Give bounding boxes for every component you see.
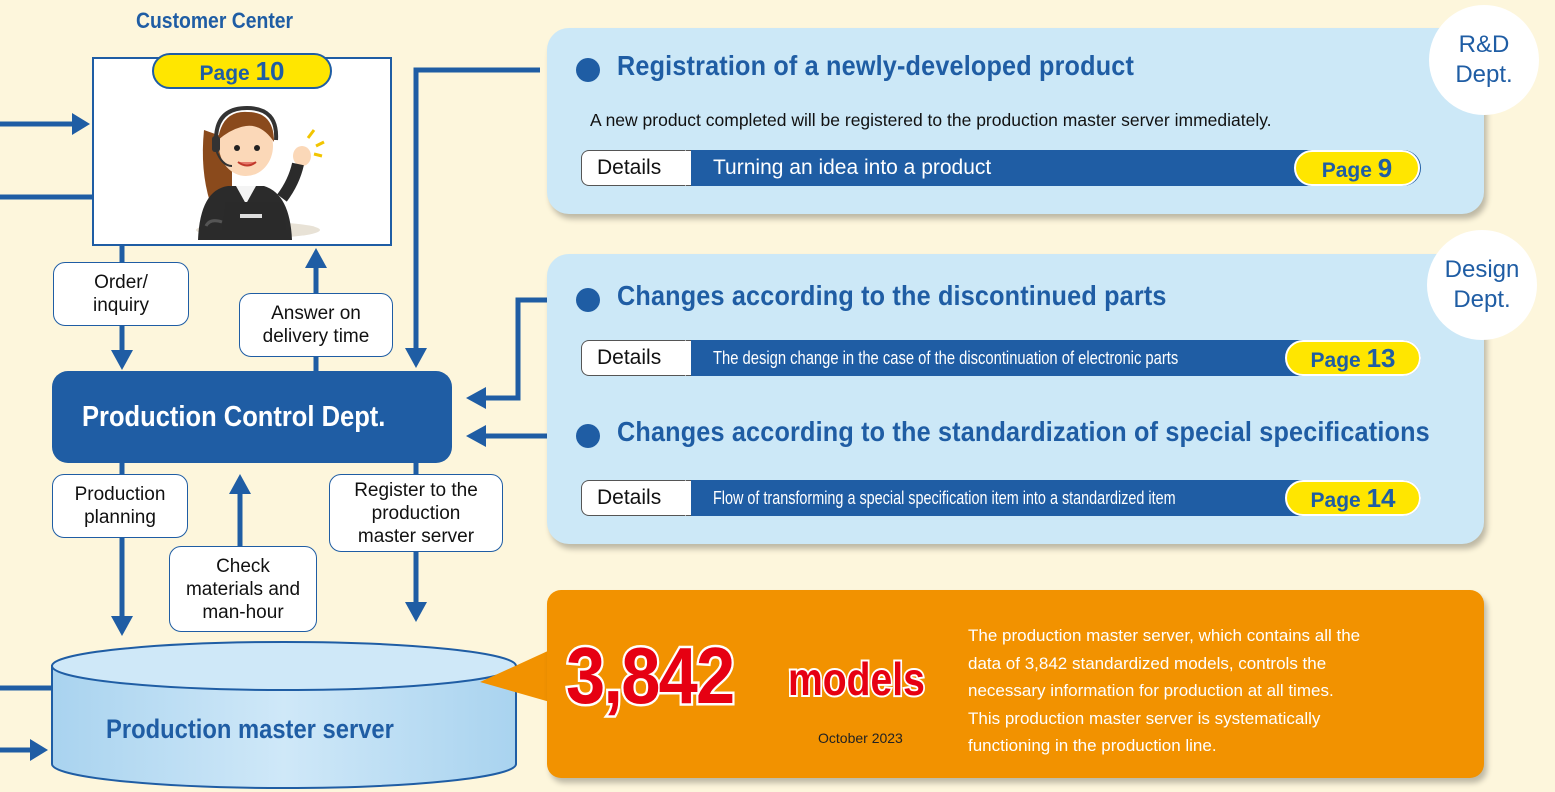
rd-dept-line1: R&D (1458, 31, 1510, 58)
answer-delivery-label: Answer on delivery time (239, 293, 393, 357)
models-panel (547, 590, 1484, 778)
discontinued-bullet-icon (576, 288, 600, 312)
standardization-page-badge[interactable]: Page 14 (1285, 480, 1421, 516)
order-label-line1: Order/ (94, 272, 148, 293)
arrowhead-answer (305, 248, 327, 268)
production-planning-label: Production planning (52, 474, 188, 538)
details-label: Details (597, 486, 662, 509)
models-desc-line4: This production master server is systema… (968, 708, 1321, 728)
customer-operator-illustration (196, 105, 325, 240)
answer-label-line1: Answer on (271, 303, 361, 324)
rd-bullet-icon (576, 58, 600, 82)
order-label-line2: inquiry (93, 295, 149, 316)
check-materials-label: Check materials and man-hour (169, 546, 317, 632)
check-label-line2: materials and (185, 578, 301, 600)
page-label: Page (1321, 159, 1372, 182)
models-description: The production master server, which cont… (968, 622, 1360, 760)
details-tag (581, 480, 692, 516)
page-label: Page (1310, 349, 1361, 372)
models-callout-pointer (480, 650, 550, 702)
arrowhead-master-server (30, 739, 48, 761)
register-server-label: Register to the production master server (329, 474, 503, 552)
check-label-line3: man-hour (202, 601, 284, 623)
page-number: 13 (1366, 343, 1396, 373)
customer-center-page-badge[interactable]: Page 10 (152, 53, 332, 89)
page-number: 14 (1366, 483, 1396, 513)
details-tag (581, 150, 692, 186)
register-label-line3: master server (357, 525, 475, 547)
discontinued-heading: Changes according to the discontinued pa… (617, 280, 1167, 311)
design-dept-line1: Design (1444, 256, 1520, 283)
master-server-title: Production master server (106, 714, 394, 744)
rd-dept-line2: Dept. (1455, 61, 1513, 88)
page-label: Page (1310, 489, 1361, 512)
rd-details-link[interactable]: Details Turning an idea into a product P… (581, 150, 1421, 186)
order-inquiry-label: Order/ inquiry (53, 262, 189, 326)
rd-description: A new product completed will be register… (590, 110, 1272, 130)
check-label-line1: Check (216, 555, 270, 577)
register-label-line1: Register to the (354, 479, 478, 501)
production-control-title: Production Control Dept. (82, 401, 386, 433)
arrowhead-register (405, 602, 427, 622)
page-number: 10 (255, 56, 285, 86)
production-label-line2: planning (84, 507, 156, 528)
standardization-details-link[interactable]: Details Flow of transforming a special s… (581, 480, 1421, 516)
design-dept-badge: Design Dept. (1427, 230, 1537, 340)
register-label-line2: production (371, 502, 461, 524)
rd-heading: Registration of a newly-developed produc… (617, 50, 1135, 81)
details-text: Flow of transforming a special specifica… (713, 488, 1176, 508)
standardization-heading: Changes according to the standardization… (617, 416, 1430, 447)
customer-center-title: Customer Center (136, 8, 294, 33)
production-control-box[interactable]: Production Control Dept. (52, 371, 452, 463)
models-desc-line3: necessary information for production at … (968, 681, 1334, 700)
discontinued-details-link[interactable]: Details The design change in the case of… (581, 340, 1421, 376)
models-desc-line5: functioning in the production line. (968, 736, 1217, 755)
details-tag (581, 340, 692, 376)
models-count: 3,842 (564, 629, 738, 723)
models-date: October 2023 (818, 730, 903, 746)
discontinued-page-badge[interactable]: Page 13 (1285, 340, 1421, 376)
answer-label-line2: delivery time (262, 326, 370, 347)
details-text: Turning an idea into a product (713, 156, 992, 179)
rd-dept-badge: R&D Dept. (1429, 5, 1539, 115)
arrowhead-rd (405, 348, 427, 368)
arrowhead-standardization (466, 425, 486, 447)
arrowhead-order (111, 350, 133, 370)
models-desc-line1: The production master server, which cont… (968, 626, 1361, 645)
page-label: Page (199, 62, 250, 85)
master-server-cylinder[interactable] (50, 640, 520, 792)
rd-connector-line (413, 67, 540, 352)
details-label: Details (597, 156, 662, 179)
rd-page-badge[interactable]: Page 9 (1294, 150, 1420, 186)
design-dept-line2: Dept. (1453, 286, 1511, 313)
models-desc-line2: data of 3,842 standardized models, contr… (968, 653, 1327, 673)
arrowhead-check (229, 474, 251, 494)
models-unit: models (786, 651, 926, 707)
details-label: Details (597, 346, 662, 369)
arrowhead-production-planning (111, 616, 133, 636)
details-text: The design change in the case of the dis… (713, 348, 1179, 368)
page-number: 9 (1377, 153, 1393, 183)
arrowhead-discontinued (466, 387, 486, 409)
production-label-line1: Production (74, 484, 166, 505)
standardization-bullet-icon (576, 424, 600, 448)
arrowhead-customer-center (72, 113, 90, 135)
